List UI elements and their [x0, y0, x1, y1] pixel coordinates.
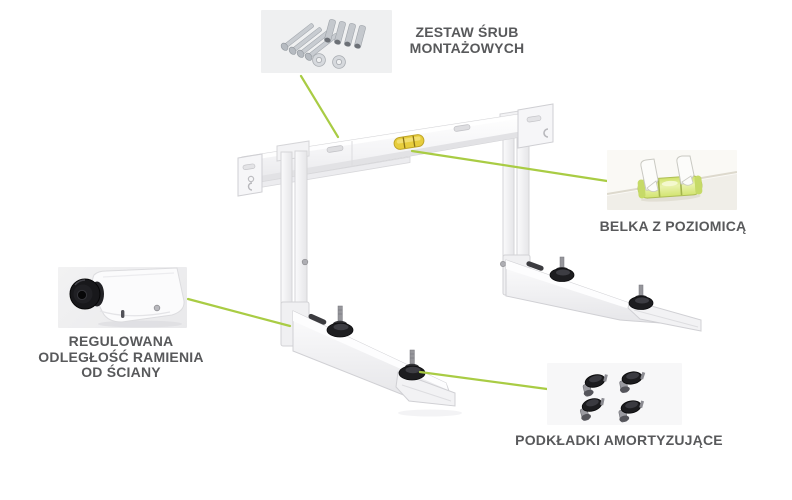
beam-right-flange — [517, 103, 554, 149]
level-clips — [640, 155, 695, 192]
arm-end-adjustable-foot-photo — [58, 267, 187, 328]
label-line: PODKŁADKI AMORTYZUJĄCE — [515, 432, 723, 448]
mounting-screws-anchors-washers-photo — [261, 10, 392, 73]
label-line: REGULOWANA — [68, 333, 174, 349]
label-line: ODLEGŁOŚĆ RAMIENIA — [38, 348, 204, 365]
label-beam-with-level: BELKA Z POZIOMICĄ — [595, 218, 751, 235]
right-arm-pad-2 — [628, 284, 654, 310]
label-line: BELKA Z POZIOMICĄ — [599, 218, 747, 234]
spirit-level-on-beam-photo — [607, 150, 737, 210]
label-damping-pads: PODKŁADKI AMORTYZUJĄCE — [504, 432, 734, 449]
arm-slot — [121, 310, 125, 318]
damping-pad — [618, 400, 645, 423]
right-arm — [505, 256, 702, 332]
callout-line-screws — [299, 74, 340, 139]
beam — [237, 103, 554, 197]
callout-line-level — [410, 149, 609, 183]
label-line: OD ŚCIANY — [81, 364, 161, 380]
callout-line-arm — [186, 297, 292, 328]
right-arm-pad-1 — [549, 256, 575, 282]
rubber-damping-pads-photo — [547, 363, 682, 425]
damping-pad — [582, 374, 608, 397]
washers — [312, 53, 346, 69]
label-adjustable-arm-distance: REGULOWANA ODLEGŁOŚĆ RAMIENIA OD ŚCIANY — [25, 333, 217, 381]
anchor-sleeves — [324, 19, 366, 49]
left-arm-pad-2 — [398, 349, 426, 381]
left-arm-pad-1 — [326, 305, 354, 338]
damping-pad — [619, 371, 646, 394]
callout-lines — [186, 74, 609, 391]
label-screws-kit: ZESTAW ŚRUB MONTAŻOWYCH — [392, 24, 542, 56]
adjustable-foot-knob — [69, 278, 104, 310]
left-arm — [292, 305, 462, 417]
beam-level-indicator — [393, 134, 425, 150]
arm-body — [91, 267, 185, 323]
beam-left-flange — [237, 153, 263, 197]
callout-line-pads — [418, 370, 549, 391]
lag-bolts — [280, 23, 338, 61]
label-line: ZESTAW ŚRUB — [415, 24, 519, 40]
label-line: MONTAŻOWYCH — [409, 39, 525, 56]
arm-screw — [153, 304, 161, 312]
damping-pad — [579, 397, 605, 421]
